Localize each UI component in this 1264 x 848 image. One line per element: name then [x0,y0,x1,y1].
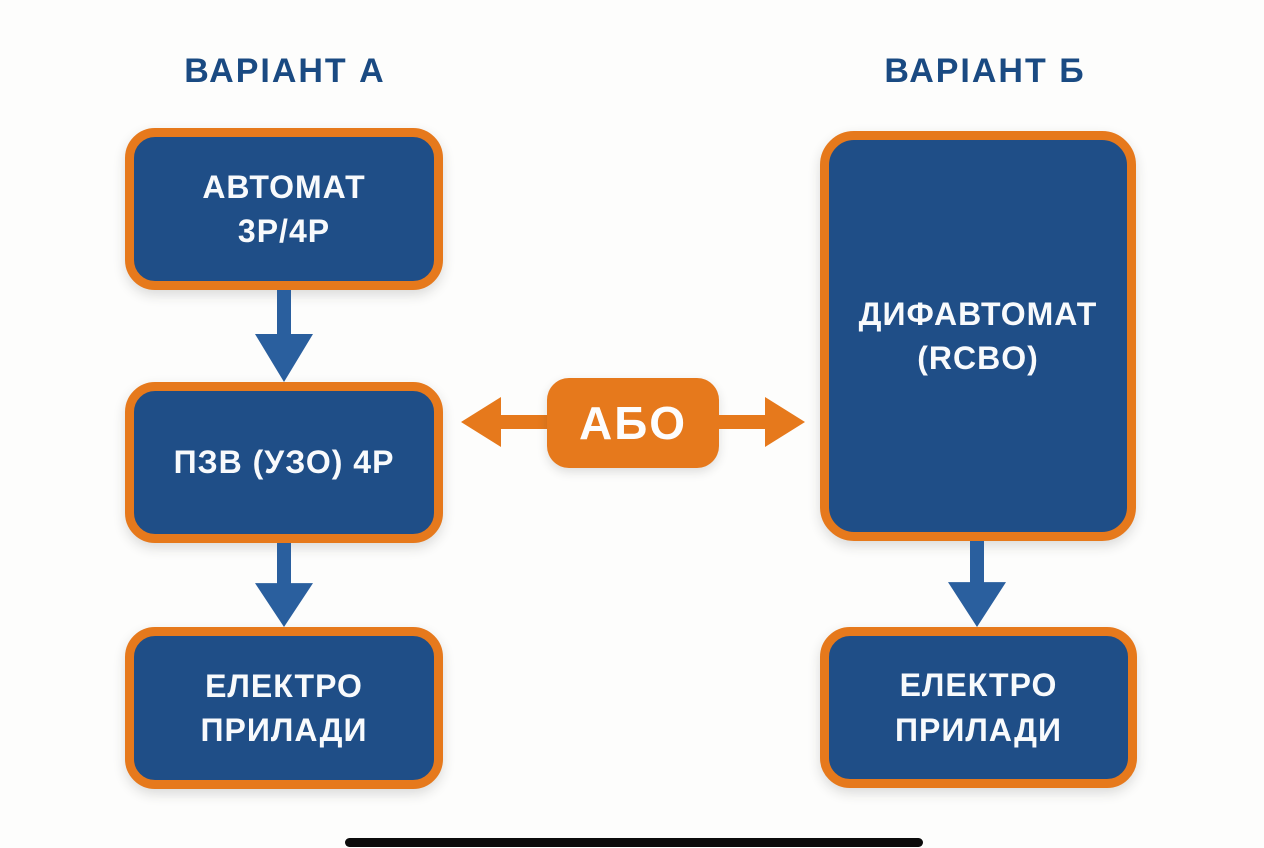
box-pzv-uzo-4p: ПЗВ (УЗО) 4P [125,382,443,543]
down-arrow-icon [255,290,313,382]
box-elektro-b-line2: ПРИЛАДИ [895,711,1062,748]
box-avtomat-line1: АВТОМАТ [202,168,366,205]
left-arrow-icon [461,397,551,447]
variant-a-title: ВАРІАНТ А [184,52,386,90]
box-difavtomat-line1: ДИФАВТОМАТ [858,295,1098,332]
home-indicator-bar [345,838,923,847]
down-arrow-icon [255,543,313,627]
or-label: АБО [578,397,688,449]
variant-b-title: ВАРІАНТ Б [884,52,1086,90]
down-arrow-icon [948,541,1006,627]
or-connector: АБО [547,378,719,468]
box-elektro-b-line1: ЕЛЕКТРО [899,667,1058,704]
box-difavtomat-rcbo: ДИФАВТОМАТ (RCBO) [820,131,1136,541]
box-avtomat-line2: 3P/4P [237,213,331,249]
box-difavtomat-line2: (RCBO) [917,340,1039,376]
box-elektro-a-line2: ПРИЛАДИ [200,712,368,748]
box-pzv-line1: ПЗВ (УЗО) 4P [173,444,395,481]
box-elektro-prylady-b: ЕЛЕКТРО ПРИЛАДИ [820,627,1137,788]
right-arrow-icon [715,397,805,447]
box-avtomat-3p4p: АВТОМАТ 3P/4P [125,128,443,290]
box-elektro-a-line1: ЕЛЕКТРО [205,667,363,704]
box-elektro-prylady-a: ЕЛЕКТРО ПРИЛАДИ [125,627,443,789]
